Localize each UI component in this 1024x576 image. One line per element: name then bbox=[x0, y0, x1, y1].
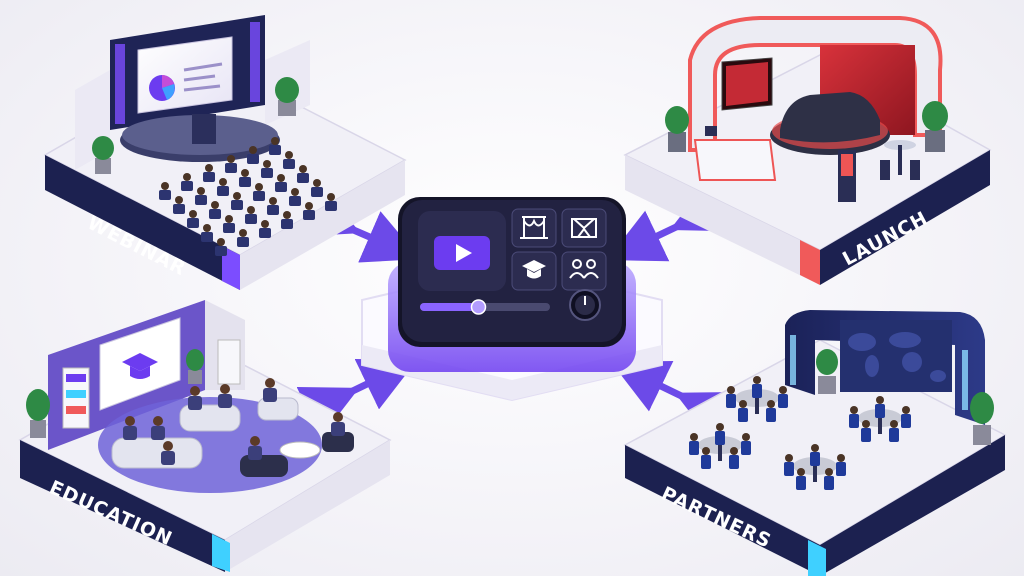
student bbox=[263, 378, 277, 402]
audience-member bbox=[267, 197, 279, 215]
partners-accent-strip bbox=[808, 540, 826, 576]
podium bbox=[192, 114, 216, 144]
graduation-cap-icon bbox=[122, 353, 158, 379]
audience-member bbox=[259, 220, 271, 238]
audience-member bbox=[225, 155, 237, 173]
audience-member bbox=[201, 224, 213, 242]
plant-icon bbox=[92, 77, 299, 174]
student bbox=[161, 441, 175, 465]
slider-fill bbox=[420, 303, 479, 311]
stage-icon bbox=[520, 216, 548, 239]
education-accent-strip bbox=[212, 534, 230, 572]
audience-member bbox=[217, 178, 229, 196]
audience-member bbox=[283, 151, 295, 169]
audience-member bbox=[195, 187, 207, 205]
student bbox=[151, 416, 165, 440]
people-icon bbox=[569, 259, 599, 279]
audience-member bbox=[245, 206, 257, 224]
webinar-audience bbox=[159, 137, 337, 256]
audience-member bbox=[253, 183, 265, 201]
student bbox=[123, 416, 137, 440]
webinar-screen bbox=[137, 36, 233, 114]
slider-knob[interactable] bbox=[470, 299, 487, 315]
audience-member bbox=[223, 215, 235, 233]
exhibit-icon bbox=[571, 218, 597, 238]
plant-icon bbox=[26, 349, 204, 438]
meeting-table bbox=[849, 396, 911, 442]
audience-member bbox=[247, 146, 259, 164]
module-webinar[interactable]: WEBINAR bbox=[43, 15, 407, 290]
audience-member bbox=[275, 174, 287, 192]
audience-member bbox=[187, 210, 199, 228]
play-icon bbox=[456, 244, 472, 262]
audience-member bbox=[181, 173, 193, 191]
audience-member bbox=[159, 182, 171, 200]
controller-device[interactable] bbox=[398, 197, 626, 347]
connector-arrows bbox=[296, 180, 738, 443]
plant-icon bbox=[816, 349, 994, 445]
student bbox=[218, 384, 232, 408]
audience-member bbox=[311, 179, 323, 197]
stage-tile[interactable] bbox=[511, 208, 557, 248]
audience-member bbox=[203, 164, 215, 182]
module-education[interactable]: EDUCATION bbox=[18, 300, 392, 572]
audience-member bbox=[215, 238, 227, 256]
plant-icon bbox=[665, 101, 948, 152]
covered-car bbox=[780, 92, 880, 143]
meeting-table bbox=[726, 376, 788, 422]
audience-member bbox=[173, 196, 185, 214]
arrow-launch bbox=[606, 180, 733, 262]
student bbox=[331, 412, 345, 436]
module-launch[interactable]: LAUNCH bbox=[623, 16, 992, 285]
launch-accent-strip bbox=[800, 240, 820, 285]
audience-member bbox=[237, 229, 249, 247]
meeting-table bbox=[784, 444, 846, 490]
audience-member bbox=[281, 211, 293, 229]
audience-member bbox=[209, 201, 221, 219]
audience-member bbox=[303, 202, 315, 220]
audience-member bbox=[269, 137, 281, 155]
student bbox=[188, 386, 202, 410]
meeting-table bbox=[689, 423, 751, 469]
education-people bbox=[123, 378, 345, 465]
audience-member bbox=[289, 188, 301, 206]
student bbox=[248, 436, 262, 460]
audience-member bbox=[325, 193, 337, 211]
audience-member bbox=[297, 165, 309, 183]
partners-tile[interactable] bbox=[561, 251, 607, 291]
module-partners[interactable]: PARTNERS bbox=[623, 310, 1007, 576]
meeting-tables bbox=[689, 376, 911, 490]
audience-member bbox=[261, 160, 273, 178]
arrow-partners bbox=[610, 361, 738, 443]
graduation-cap-icon bbox=[522, 260, 546, 279]
arrow-education bbox=[296, 358, 418, 438]
audience-member bbox=[239, 169, 251, 187]
webinar-accent-strip bbox=[222, 246, 240, 290]
audience-member bbox=[231, 192, 243, 210]
